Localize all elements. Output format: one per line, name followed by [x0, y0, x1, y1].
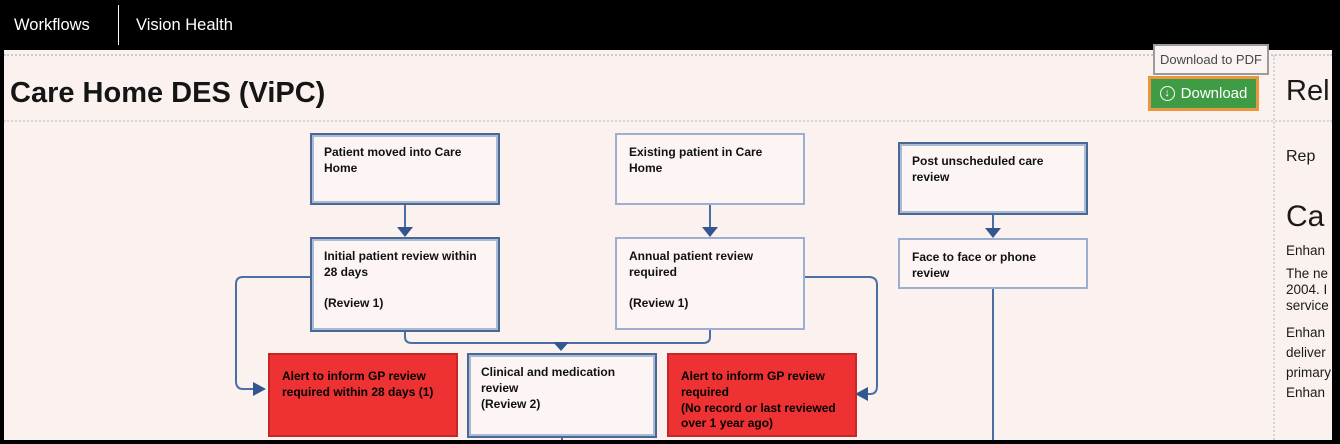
flow-node-patient-moved: Patient moved into Care Home [310, 133, 500, 205]
right-column-text-line: The ne [1286, 266, 1329, 281]
page-title: Care Home DES (ViPC) [10, 77, 326, 109]
right-column-text-line: service [1286, 298, 1329, 313]
dotted-column-divider [1273, 55, 1275, 440]
page-content: Care Home DES (ViPC) ↓ Download Download… [4, 44, 1332, 440]
flow-node-post-unscheduled: Post unscheduled care review [898, 142, 1088, 215]
right-column-text-line: 2004. I [1286, 282, 1328, 297]
nav-vision-health: Vision Health [136, 16, 233, 34]
dotted-top-border [4, 54, 1332, 56]
flow-connectors [235, 205, 1001, 440]
nav-workflows[interactable]: Workflows [14, 16, 90, 34]
flow-node-face-to-face: Face to face or phone review [898, 238, 1088, 289]
right-column-text-line: Enhan [1286, 385, 1326, 400]
flow-node-clinical-review: Clinical and medication review (Review 2… [467, 353, 657, 438]
download-tooltip: Download to PDF [1153, 44, 1269, 75]
right-column-section-heading: Ca [1286, 200, 1325, 233]
flow-node-annual-review: Annual patient review required (Review 1… [615, 237, 805, 330]
flow-node-alert-no-record: Alert to inform GP review required (No r… [667, 353, 857, 437]
flow-node-initial-review: Initial patient review within 28 days (R… [310, 237, 500, 332]
nav-divider [118, 5, 119, 45]
right-column-text-line: Enhan [1286, 325, 1326, 340]
download-button[interactable]: ↓ Download [1148, 76, 1259, 111]
flow-node-alert-28-days: Alert to inform GP review required withi… [268, 353, 458, 437]
dotted-section-divider [4, 120, 1332, 122]
right-column: Rel Rep Ca Enhan The ne 2004. I service … [1286, 50, 1332, 440]
right-column-text-line: deliver [1286, 345, 1326, 360]
right-column-text-line: Enhan [1286, 243, 1326, 258]
right-column-heading: Rel [1286, 75, 1330, 107]
flow-node-existing-patient: Existing patient in Care Home [615, 133, 805, 205]
top-nav-bar: Workflows Vision Health [0, 0, 1340, 50]
download-circle-icon: ↓ [1159, 86, 1175, 101]
right-column-link[interactable]: Rep [1286, 148, 1316, 165]
right-column-text-line: primary [1286, 365, 1332, 380]
download-button-label: Download [1180, 85, 1248, 102]
